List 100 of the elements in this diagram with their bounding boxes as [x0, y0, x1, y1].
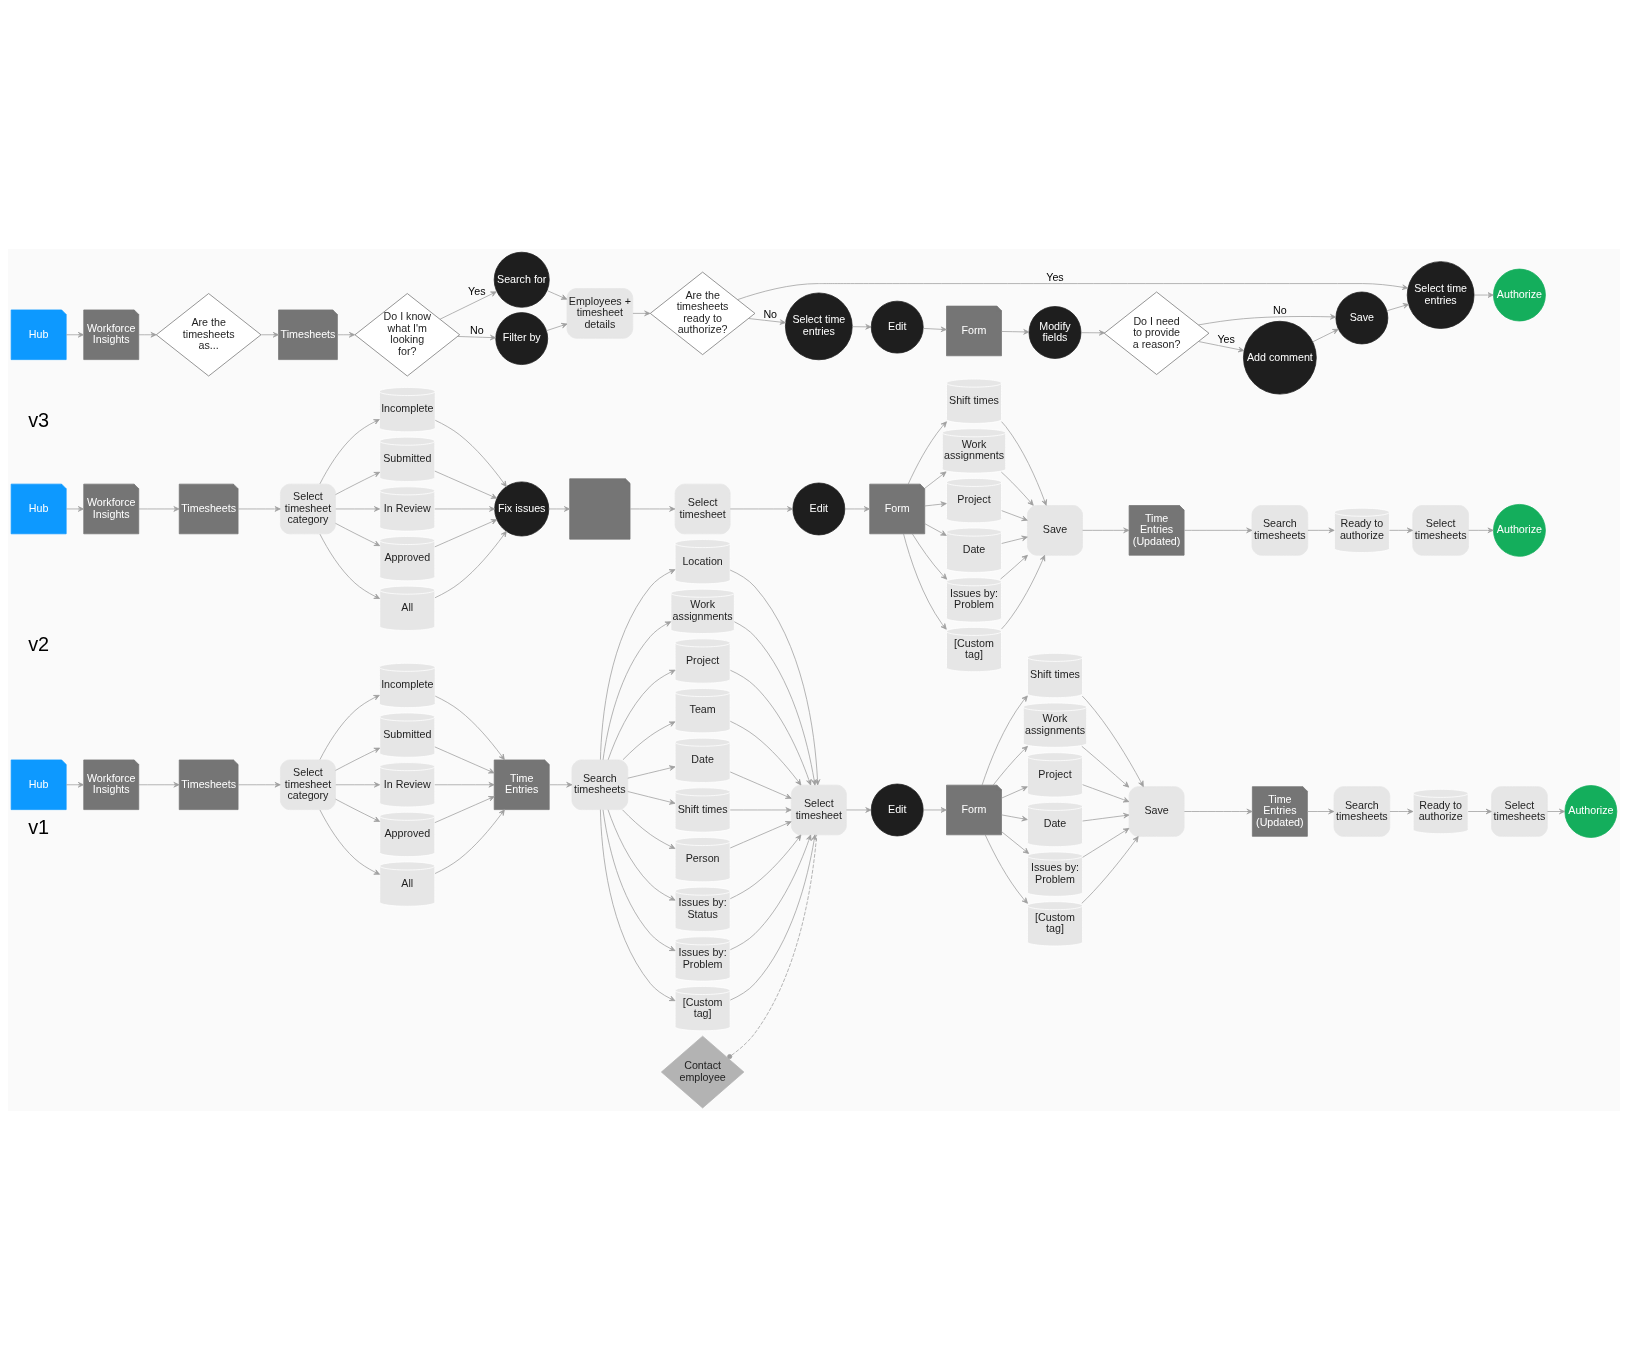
arrow: [903, 533, 947, 630]
arrow: [627, 765, 676, 779]
arrow: [1001, 510, 1028, 522]
arrow: [434, 419, 507, 488]
arrow: [434, 519, 498, 548]
arrow: [627, 791, 676, 805]
arrow: [548, 506, 570, 512]
arrow: [851, 324, 872, 330]
arrow: [434, 796, 495, 824]
arrow: [1198, 341, 1245, 353]
arrow: [1082, 527, 1130, 534]
arrow: [335, 798, 381, 822]
arrow: [237, 506, 281, 512]
arrow: [434, 695, 505, 761]
label: v3: [28, 408, 50, 431]
node-circle: Edit: [870, 783, 924, 837]
arrow: [629, 506, 676, 512]
arrow: [434, 530, 507, 599]
arrow: [439, 291, 497, 320]
node-box: Select timesheet: [674, 483, 731, 535]
node-diamond: Are the timesheets ready to authorize?: [649, 271, 756, 355]
edge-label: No: [1273, 304, 1287, 317]
arrow: [434, 746, 495, 774]
arrow: [729, 569, 821, 786]
arrow: [138, 332, 157, 338]
node-box: Select timesheet category: [280, 759, 336, 810]
arrow: [924, 501, 947, 507]
arrow: [260, 332, 279, 338]
arrow: [335, 471, 381, 495]
arrow: [1081, 695, 1144, 787]
arrow: [1000, 554, 1028, 580]
arrow: [729, 821, 792, 849]
arrow: [1082, 784, 1130, 803]
node-circle: Edit: [792, 482, 846, 536]
arrow: [1389, 808, 1414, 815]
arrow: [1001, 831, 1030, 854]
arrow: [1081, 745, 1130, 788]
arrow: [1081, 836, 1139, 904]
arrow: [907, 421, 947, 485]
arrow: [632, 310, 651, 317]
edge-label: Yes: [468, 285, 486, 298]
arrow: [546, 322, 568, 332]
arrow: [984, 834, 1028, 904]
arrow: [607, 809, 676, 901]
arrow: [1184, 527, 1253, 534]
arrow: [729, 771, 792, 799]
arrow: [1001, 421, 1047, 506]
arrow: [457, 334, 497, 341]
node-circle: Authorize: [1564, 785, 1618, 838]
arrow: [924, 523, 947, 536]
arrow: [846, 807, 872, 813]
arrow: [600, 569, 676, 760]
arrow: [748, 318, 786, 325]
arrow: [547, 290, 568, 300]
label: v2: [28, 633, 50, 656]
node-diamond: Contact employee: [661, 1035, 745, 1109]
node-circle: Authorize: [1493, 504, 1546, 557]
node-box: Select timesheet: [790, 784, 847, 836]
arrow: [1389, 527, 1413, 534]
connector: [727, 834, 818, 1060]
arrow: [1001, 329, 1030, 335]
arrow: [1307, 808, 1335, 815]
edge-label: Yes: [1217, 332, 1235, 345]
arrow: [1468, 527, 1494, 534]
arrow: [1386, 303, 1410, 312]
node-circle: Modify fields: [1028, 306, 1082, 359]
node-circle: Authorize: [1493, 268, 1546, 322]
arrow: [65, 506, 84, 512]
node-box: Search timesheets: [1333, 786, 1391, 837]
arrow: [737, 283, 1409, 300]
arrow: [844, 506, 870, 512]
arrow: [1198, 314, 1337, 326]
arrow: [1001, 814, 1028, 822]
arrow: [729, 506, 794, 512]
arrow: [912, 533, 948, 580]
arrow: [729, 720, 802, 786]
node-box: Select timesheets: [1491, 786, 1548, 837]
arrow: [729, 807, 792, 813]
arrow: [924, 471, 947, 489]
arrow: [335, 506, 380, 512]
node-diamond: Do I know what I'm looking for?: [354, 293, 460, 377]
arrow: [981, 695, 1028, 786]
arrow: [600, 809, 676, 1002]
arrow: [548, 782, 573, 788]
edge-label: No: [763, 308, 778, 321]
node-box: Save: [1128, 786, 1185, 837]
node-box: Search timesheets: [571, 759, 629, 810]
label: v1: [28, 815, 50, 838]
arrow: [1001, 555, 1046, 630]
node-circle: Search for: [493, 251, 550, 308]
node-box: Save: [1027, 505, 1083, 556]
arrow: [1001, 786, 1028, 799]
node-circle: Save: [1335, 291, 1389, 345]
arrow: [1473, 292, 1494, 298]
arrow: [138, 506, 180, 512]
arrow: [237, 782, 281, 788]
arrow: [1001, 535, 1028, 544]
arrow: [65, 332, 84, 338]
arrow: [992, 745, 1028, 786]
arrow: [1080, 330, 1105, 336]
